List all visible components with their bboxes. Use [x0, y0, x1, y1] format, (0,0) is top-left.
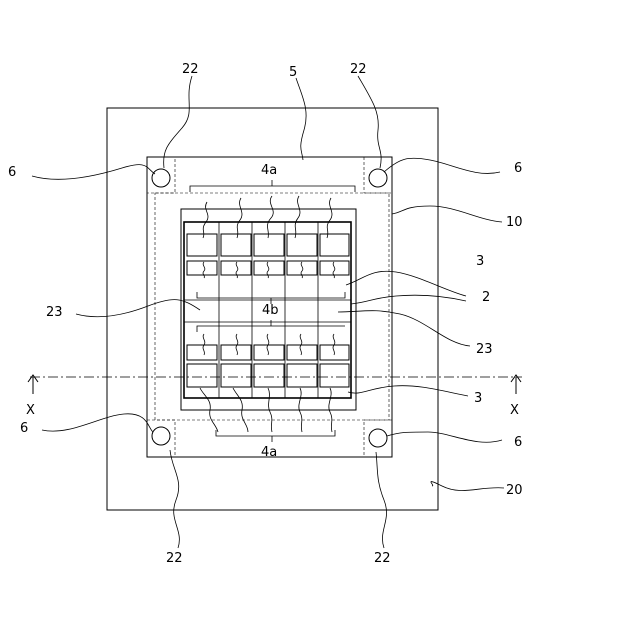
top-element-block [187, 234, 349, 275]
hole-bottom-right [369, 429, 387, 447]
element-cell [287, 261, 317, 275]
label-10: 10 [506, 215, 523, 230]
corner-pad-top-right [364, 157, 392, 193]
hole-top-left [152, 169, 170, 187]
label-22-top-left: 22 [182, 62, 199, 77]
element-cell [320, 364, 349, 387]
section-arrow-left [28, 375, 38, 394]
label-4a-top: 4a [261, 163, 277, 178]
bracket-4a-top [190, 180, 355, 192]
element-cell [221, 234, 251, 256]
element-cell [187, 345, 217, 360]
upper-wavy-leaders [203, 196, 332, 238]
label-3-upper: 3 [476, 254, 484, 269]
bracket-4a-bottom [216, 430, 335, 442]
label-6-top-left: 6 [8, 165, 16, 180]
element-cell [221, 364, 251, 387]
label-6-bottom-right: 6 [514, 435, 522, 450]
corner-pad-bottom-right [364, 420, 392, 457]
hole-bottom-left [152, 427, 170, 445]
label-22-bottom-left: 22 [166, 551, 183, 566]
reference-labels: 22 22 5 6 6 4a 10 3 2 23 4b 23 3 X X 6 6… [8, 62, 523, 566]
element-cell [254, 364, 284, 387]
label-22-top-right: 22 [350, 62, 367, 77]
label-20: 20 [506, 483, 523, 498]
element-cell [287, 364, 317, 387]
element-cell [287, 234, 317, 256]
element-cell [187, 261, 217, 275]
label-x-right: X [510, 403, 519, 418]
element-cell [287, 345, 317, 360]
label-4a-bottom: 4a [261, 445, 277, 460]
label-23-right: 23 [476, 342, 493, 357]
label-x-left: X [26, 403, 35, 418]
label-3-lower: 3 [474, 391, 482, 406]
label-5: 5 [289, 65, 297, 80]
corner-pad-bottom-left [147, 420, 175, 457]
section-arrow-right [511, 375, 521, 394]
element-cell [254, 345, 284, 360]
element-cell [187, 234, 217, 256]
label-2: 2 [482, 290, 490, 305]
element-cell [187, 364, 217, 387]
label-22-bottom-right: 22 [374, 551, 391, 566]
label-6-bottom-left: 6 [20, 421, 28, 436]
label-4b: 4b [262, 303, 279, 318]
element-cell [320, 234, 349, 256]
element-cell [254, 234, 284, 256]
corner-pad-top-left [147, 157, 175, 193]
label-6-top-right: 6 [514, 161, 522, 176]
label-23-left: 23 [46, 305, 63, 320]
